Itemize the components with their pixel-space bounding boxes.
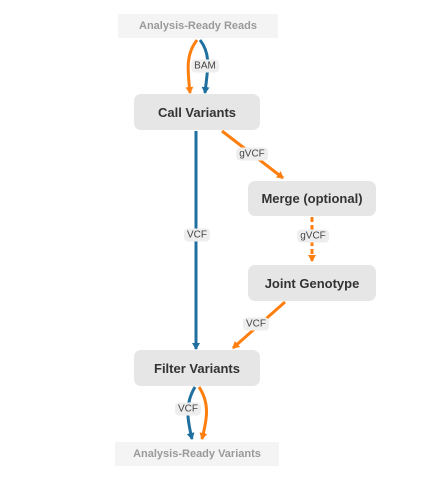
node-call-variants: Call Variants: [134, 94, 260, 130]
node-analysis-ready-variants: Analysis-Ready Variants: [115, 442, 279, 466]
node-joint-genotype: Joint Genotype: [248, 265, 376, 301]
node-merge: Merge (optional): [248, 181, 376, 216]
edge-bam-orange: [185, 39, 199, 94]
node-filter-variants: Filter Variants: [134, 350, 260, 386]
edge-label-vcf-joint-filter: VCF: [243, 317, 269, 331]
edge-label-bam: BAM: [191, 59, 219, 73]
edge-label-gvcf-merge-joint: gVCF: [297, 229, 329, 243]
node-analysis-ready-reads: Analysis-Ready Reads: [118, 14, 278, 38]
edge-label-vcf-filter-out: VCF: [175, 402, 201, 416]
edge-label-vcf-call-filter: VCF: [184, 228, 210, 242]
edge-label-gvcf-call-merge: gVCF: [236, 147, 268, 161]
edge-vcf-out-orange: [197, 386, 208, 440]
